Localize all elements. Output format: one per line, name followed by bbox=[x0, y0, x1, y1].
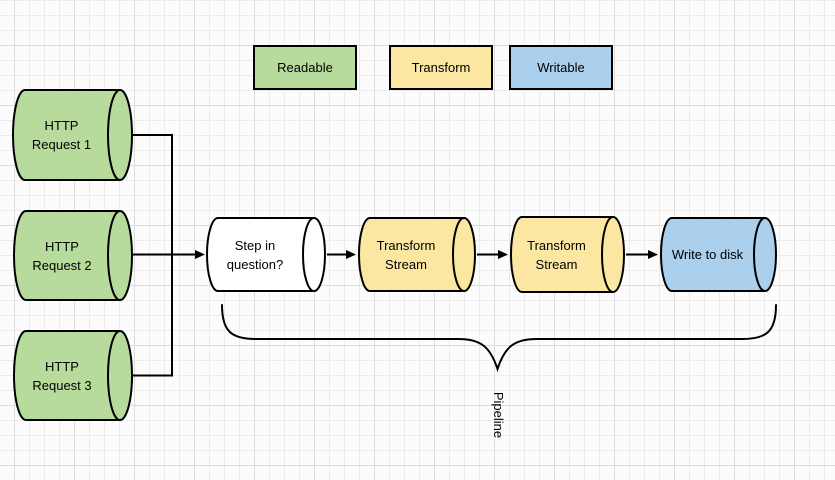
node-http-request-1: HTTP Request 1 bbox=[12, 89, 133, 181]
node-label: Transform Stream bbox=[360, 217, 452, 292]
node-label-line: Transform bbox=[376, 237, 436, 253]
node-label: Step in question? bbox=[208, 217, 302, 292]
cylinder-shape bbox=[510, 216, 625, 293]
node-label: HTTP Request 3 bbox=[15, 330, 109, 421]
arrowhead-into-disk bbox=[648, 250, 658, 259]
node-transform-stream-2: Transform Stream bbox=[510, 216, 625, 293]
node-label-line: HTTP bbox=[44, 118, 79, 133]
cylinder-shape bbox=[206, 217, 326, 292]
node-label-line: question? bbox=[226, 256, 284, 272]
legend-writable: Writable bbox=[509, 45, 613, 90]
pipeline-brace bbox=[221, 304, 777, 373]
node-label-line: Stream bbox=[385, 256, 427, 272]
node-label-line: Transform bbox=[527, 237, 586, 253]
node-label-line: Step in bbox=[234, 237, 276, 253]
node-transform-stream-1: Transform Stream bbox=[358, 217, 476, 292]
cylinder-shape bbox=[660, 217, 777, 292]
node-label-line: HTTP bbox=[45, 358, 79, 374]
cylinder-shape bbox=[358, 217, 476, 292]
node-http-request-3: HTTP Request 3 bbox=[13, 330, 133, 421]
node-label-line: Request 3 bbox=[32, 377, 92, 393]
arrowhead-into-transform2 bbox=[498, 250, 508, 259]
node-label-line: Request 1 bbox=[31, 137, 92, 152]
edge-fanin-trunk bbox=[133, 134, 173, 377]
node-step-in-question: Step in question? bbox=[206, 217, 326, 292]
legend-readable-label: Readable bbox=[277, 60, 333, 75]
node-label-line: Request 2 bbox=[32, 257, 92, 273]
legend-transform-label: Transform bbox=[411, 60, 471, 75]
legend-writable-label: Writable bbox=[537, 60, 585, 75]
node-label-line: Stream bbox=[535, 256, 578, 272]
cylinder-shape bbox=[12, 89, 133, 181]
cylinder-shape bbox=[13, 210, 133, 301]
arrowhead-into-step bbox=[195, 250, 205, 259]
legend-readable: Readable bbox=[253, 45, 357, 90]
node-label: Transform Stream bbox=[512, 216, 601, 293]
node-http-request-2: HTTP Request 2 bbox=[13, 210, 133, 301]
node-label: HTTP Request 2 bbox=[15, 210, 109, 301]
node-label-line: HTTP bbox=[45, 238, 79, 254]
node-label: Write to disk bbox=[662, 217, 753, 292]
node-label: HTTP Request 1 bbox=[14, 89, 109, 181]
cylinder-shape bbox=[13, 330, 133, 421]
arrowhead-into-transform1 bbox=[346, 250, 356, 259]
pipeline-brace-label: Pipeline bbox=[491, 391, 506, 439]
legend-transform: Transform bbox=[389, 45, 493, 90]
node-write-to-disk: Write to disk bbox=[660, 217, 777, 292]
node-label-line: Write to disk bbox=[671, 247, 744, 262]
